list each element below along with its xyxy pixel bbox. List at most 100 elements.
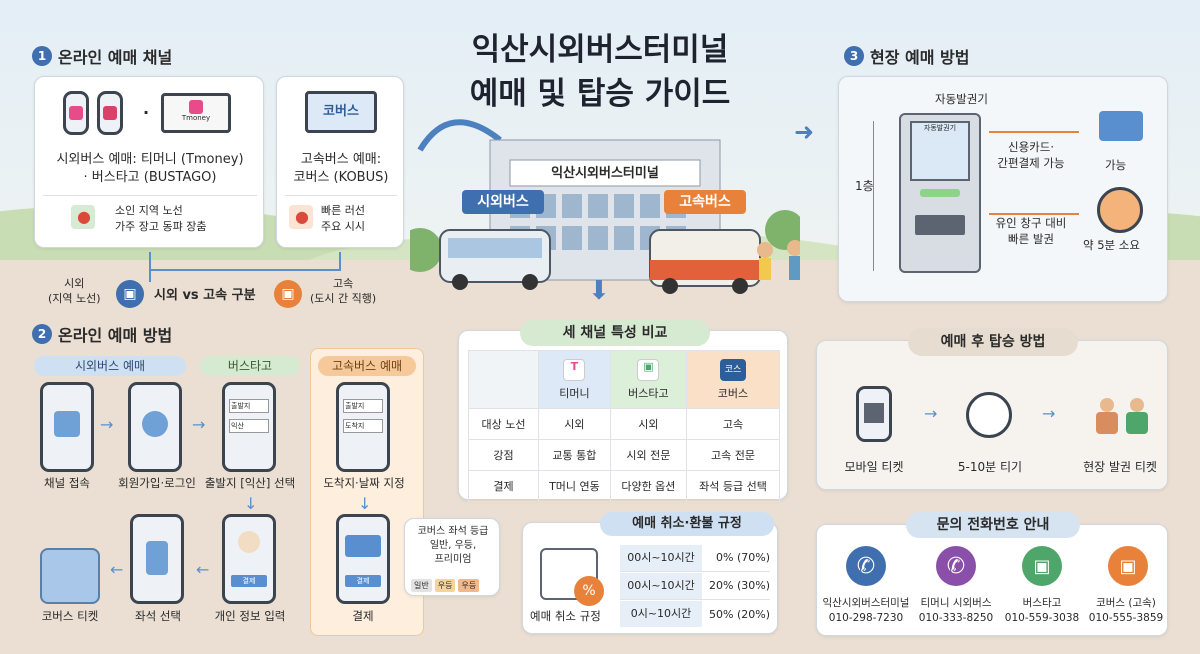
credit-card-icon xyxy=(1099,111,1143,141)
calendar-icon: % xyxy=(540,548,604,606)
clock-icon xyxy=(966,392,1012,438)
arrow-down-icon: ↓ xyxy=(244,494,258,513)
step-phone-origin: 출발지 익산 xyxy=(222,382,276,472)
connector-lines xyxy=(149,252,341,282)
comparison-title: 세 채널 특성 비교 xyxy=(520,320,710,346)
kiosk-icon: 자동발권기 xyxy=(899,113,981,273)
map-icon: ● xyxy=(71,205,95,229)
boarding-step-wait: 5-10분 티기 xyxy=(957,460,1023,474)
step-phone-seat xyxy=(130,514,184,604)
step-label-destination: 도착지·날짜 지정 xyxy=(323,476,405,490)
boarding-step-onsite: 현장 발권 티켓 xyxy=(1083,460,1157,474)
step-label-ticket: 코버스 티켓 xyxy=(41,609,99,623)
grade-tag: 우등 xyxy=(458,579,480,592)
laptop-tmoney-icon: Tmoney xyxy=(161,93,231,133)
divider xyxy=(285,195,397,196)
counter-text: 유인 창구 대비 빠른 발권 xyxy=(995,216,1067,246)
intercity-badge: 시외버스 xyxy=(462,190,544,214)
step-phone-info: 결제 xyxy=(222,514,276,604)
row-label: 대상 노선 xyxy=(468,408,539,440)
bus-icon[interactable]: ▣ xyxy=(1022,546,1062,586)
intercity-channel-desc: 시외버스 예매: 티머니 (Tmoney) · 버스타고 (BUSTAGO) xyxy=(56,152,244,185)
intercity-note: 소인 지역 노선 가주 장고 동퍄 장춤 xyxy=(115,204,207,233)
pill-intercity: 시외버스 예매 xyxy=(34,356,186,376)
row-label: 강점 xyxy=(468,439,539,471)
arrow-left-icon: ← xyxy=(196,560,210,579)
grade-tag: 우등 xyxy=(434,579,456,592)
seat-grade-box: 코버스 좌석 등급 일반, 우등, 프리미엄 일반 우등 우등 xyxy=(404,518,500,596)
step-label-origin: 출발지 [익산] 선택 xyxy=(204,476,296,490)
phone-bustago-icon xyxy=(97,91,123,135)
arrow-left-icon: ← xyxy=(110,560,124,579)
terminal-sign: 익산시외버스터미널 xyxy=(551,166,659,181)
floor-label: 1층 xyxy=(855,179,874,193)
step-phone-pay: 결제 xyxy=(336,514,390,604)
compare-label: 시외 vs 고속 구분 xyxy=(154,288,256,303)
express-route-label: 고속 (도시 간 직행) xyxy=(310,277,377,305)
header-tmoney: 티머니 xyxy=(559,386,590,400)
step-label-seat: 좌석 선택 xyxy=(135,609,181,623)
bus-icon[interactable]: ▣ xyxy=(1108,546,1148,586)
step-label-login: 회원가입·로그인 xyxy=(118,476,196,490)
kobus-screen-icon: 코버스 xyxy=(305,91,377,133)
arrow-right-icon: → xyxy=(1042,404,1056,423)
header-bustago: 버스타고 xyxy=(628,386,669,400)
arrow-line xyxy=(989,131,1079,133)
payment-text: 신용카드· 간편결제 가능 xyxy=(997,140,1065,170)
step-label-pay: 결제 xyxy=(352,609,374,623)
refund-caption: 예매 취소 규정 xyxy=(530,609,601,623)
onsite-card: 자동발권기 1층 자동발권기 신용카드· 간편결제 가능 가능 유인 창구 대비… xyxy=(838,76,1168,302)
clock-icon xyxy=(1097,187,1143,233)
header-kobus: 코버스 xyxy=(717,386,749,400)
intercity-bus-icon: ▣ xyxy=(116,280,144,308)
step-label-info: 개인 정보 입력 xyxy=(214,609,286,623)
kiosk-label: 자동발권기 xyxy=(935,92,988,106)
arrow-line xyxy=(989,213,1079,215)
onsite-ticket-people-icon xyxy=(1086,392,1156,442)
row-label: 결제 xyxy=(468,470,539,502)
divider xyxy=(43,195,257,196)
phone-icon[interactable]: ✆ xyxy=(846,546,886,586)
arrow-right-icon: → xyxy=(100,415,114,434)
express-note: 빠른 러선 주요 시시 xyxy=(321,204,365,233)
step-phone-destination: 출발지 도착지 xyxy=(336,382,390,472)
seat-grade-title: 코버스 좌석 등급 일반, 우등, 프리미엄 xyxy=(417,526,489,565)
step-phone-login xyxy=(128,382,182,472)
arrow-right-icon: → xyxy=(192,415,206,434)
time-caption: 약 5분 소요 xyxy=(1083,238,1140,252)
bus-seat-icon xyxy=(40,548,100,604)
route-icon: ● xyxy=(289,205,313,229)
phone-tmoney-icon xyxy=(63,91,89,135)
express-bus-icon: ▣ xyxy=(274,280,302,308)
boarding-step-mobile: 모바일 티켓 xyxy=(844,460,904,474)
boarding-title: 예매 후 탑승 방법 xyxy=(908,328,1078,356)
contacts-title: 문의 전화번호 안내 xyxy=(906,512,1080,538)
phone-icon[interactable]: ✆ xyxy=(936,546,976,586)
payment-caption: 가능 xyxy=(1105,158,1127,172)
express-channel-desc: 고속버스 예매: 코버스 (KOBUS) xyxy=(293,152,389,185)
pill-express: 고속버스 예매 xyxy=(318,356,416,376)
express-badge: 고속버스 xyxy=(664,190,746,214)
mobile-ticket-icon xyxy=(856,386,892,442)
contact-kobus: 코버스 (고속)010-555-3859 xyxy=(1088,597,1164,624)
refund-title: 예매 취소·환불 규정 xyxy=(600,512,774,536)
step-phone-access xyxy=(40,382,94,472)
floor-line xyxy=(873,121,874,271)
intercity-route-label: 시외 (지역 노선) xyxy=(48,277,101,305)
page-title: 익산시외버스터미널 예매 및 탑승 가이드 xyxy=(469,32,731,112)
grade-tag: 일반 xyxy=(411,579,432,592)
channel-card-express[interactable]: 코버스 고속버스 예매: 코버스 (KOBUS) ● 빠른 러선 주요 시시 xyxy=(276,76,404,248)
arrow-down-icon: ↓ xyxy=(358,494,372,513)
channel-card-intercity[interactable]: · Tmoney 시외버스 예매: 티머니 (Tmoney) · 버스타고 (B… xyxy=(34,76,264,248)
pill-bustago: 버스타고 xyxy=(200,356,300,376)
down-arrow-icon: ⬇ xyxy=(588,276,610,306)
arrow-right-icon: → xyxy=(924,404,938,423)
